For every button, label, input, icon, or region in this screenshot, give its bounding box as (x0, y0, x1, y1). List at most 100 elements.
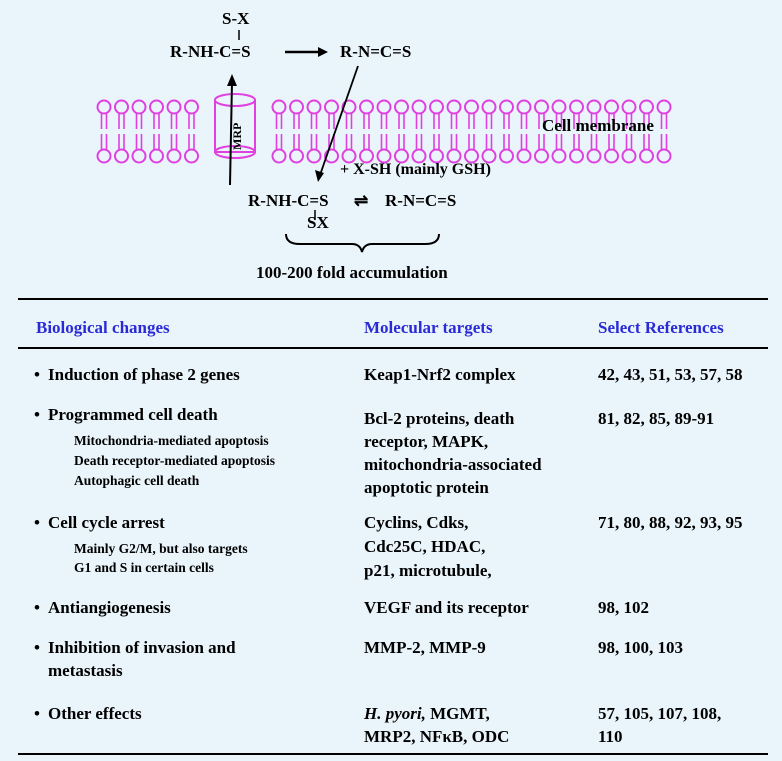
targets-cycle-2: Cdc25C, HDAC, (364, 537, 486, 556)
top-substituent: S-X (222, 9, 250, 28)
row-cell-cycle-arrest: • Cell cycle arrest (34, 512, 165, 534)
change-label: Cell cycle arrest (48, 513, 165, 532)
targets-programmed-4: apoptotic protein (364, 478, 489, 497)
sub-g1s: G1 and S in certain cells (74, 560, 214, 575)
lipid-head (586, 148, 602, 164)
lipid-head (131, 148, 147, 164)
bullet: • (34, 365, 40, 384)
bullet: • (34, 598, 40, 617)
mrp-label: MRP (230, 123, 244, 150)
lipid-head (464, 148, 479, 164)
table-top-rule (18, 298, 768, 300)
change-label: Inhibition of invasion and (48, 638, 236, 657)
targets-programmed-1: Bcl-2 proteins, death (364, 409, 515, 428)
lipid-head (149, 99, 164, 115)
bullet: • (34, 513, 40, 532)
lipid-head (639, 148, 654, 164)
targets-antiangiogenesis: VEGF and its receptor (364, 598, 529, 617)
accumulation-brace (285, 233, 440, 253)
sub-mitochondria: Mitochondria-mediated apoptosis (74, 433, 269, 448)
lipid-head (551, 99, 567, 115)
lipid-head (534, 99, 549, 115)
targets-programmed-2: receptor, MAPK, (364, 432, 489, 451)
lipid-head (551, 148, 567, 164)
lipid-head (621, 99, 637, 115)
change-label: Other effects (48, 704, 142, 723)
refs-other-1: 57, 105, 107, 108, (598, 704, 722, 723)
lipid-head (306, 148, 322, 164)
equilibrium-arrow: ⇌ (354, 191, 368, 210)
bullet: • (34, 638, 40, 657)
sub-death-receptor: Death receptor-mediated apoptosis (74, 453, 275, 468)
lipid-head (446, 148, 462, 164)
header-biological-changes: Biological changes (36, 318, 170, 337)
lipid-head (604, 99, 619, 115)
lipid-head (639, 99, 654, 115)
targets-cycle-1: Cyclins, Cdks, (364, 513, 469, 532)
inner-substituent: SX (307, 213, 329, 232)
sub-g2m: Mainly G2/M, but also targets (74, 541, 248, 556)
lipid-head (656, 99, 672, 115)
lipid-head (289, 99, 304, 115)
table-header-rule (18, 347, 768, 349)
lipid-head (481, 99, 497, 115)
lipid-head (324, 99, 339, 115)
targets-other-rest: MGMT, (425, 704, 490, 723)
refs-induction: 42, 43, 51, 53, 57, 58 (598, 365, 743, 384)
row-induction: • Induction of phase 2 genes (34, 364, 240, 386)
lipid-head (464, 99, 479, 115)
lipid-head (131, 99, 147, 115)
lipid-head (446, 99, 462, 115)
lipid-head (569, 99, 584, 115)
targets-invasion: MMP-2, MMP-9 (364, 638, 486, 657)
mrp-transporter: MRP (214, 93, 256, 159)
lipid-head (569, 148, 584, 164)
membrane-diagram: MRP S-X R-NH-C=S R-N=C=S Cell membrane +… (96, 9, 672, 282)
targets-programmed-3: mitochondria-associated (364, 455, 542, 474)
lipid-head (429, 148, 444, 164)
lipid-bilayer (96, 99, 672, 164)
lipid-head (341, 99, 357, 115)
change-label: Programmed cell death (48, 405, 218, 424)
change-label: Induction of phase 2 genes (48, 365, 240, 384)
lipid-head (341, 148, 357, 164)
bullet: • (34, 405, 40, 424)
top-left-molecule: R-NH-C=S (170, 42, 251, 61)
lipid-head (516, 148, 532, 164)
lipid-head (499, 148, 514, 164)
row-antiangiogenesis: • Antiangiogenesis (34, 597, 171, 619)
lipid-head (184, 99, 199, 115)
header-select-references: Select References (598, 318, 724, 337)
lipid-head (359, 99, 374, 115)
inner-left-molecule: R-NH-C=S (248, 191, 329, 210)
lipid-head (324, 148, 339, 164)
accumulation-label: 100-200 fold accumulation (256, 263, 448, 282)
lipid-head (376, 148, 392, 164)
targets-induction: Keap1-Nrf2 complex (364, 365, 516, 384)
header-molecular-targets: Molecular targets (364, 318, 493, 337)
lipid-head (184, 148, 199, 164)
top-right-molecule: R-N=C=S (340, 42, 411, 61)
lipid-head (429, 99, 444, 115)
change-label: Antiangiogenesis (48, 598, 171, 617)
lipid-head (394, 148, 409, 164)
lipid-head (271, 99, 287, 115)
targets-other-italic: H. pyori, (364, 704, 426, 723)
inner-right-molecule: R-N=C=S (385, 191, 456, 210)
lipid-head (656, 148, 672, 164)
lipid-head (394, 99, 409, 115)
refs-antiangiogenesis: 98, 102 (598, 598, 649, 617)
row-invasion-line2: metastasis (48, 661, 123, 680)
lipid-head (411, 148, 427, 164)
lipid-head (289, 148, 304, 164)
lipid-head (586, 99, 602, 115)
bullet: • (34, 704, 40, 723)
targets-other-2: MRP2, NFκB, ODC (364, 727, 510, 746)
lipid-head (306, 99, 322, 115)
lipid-head (359, 148, 374, 164)
lipid-head (499, 99, 514, 115)
lipid-head (166, 148, 182, 164)
row-other-effects: • Other effects (34, 703, 142, 725)
lipid-head (411, 99, 427, 115)
